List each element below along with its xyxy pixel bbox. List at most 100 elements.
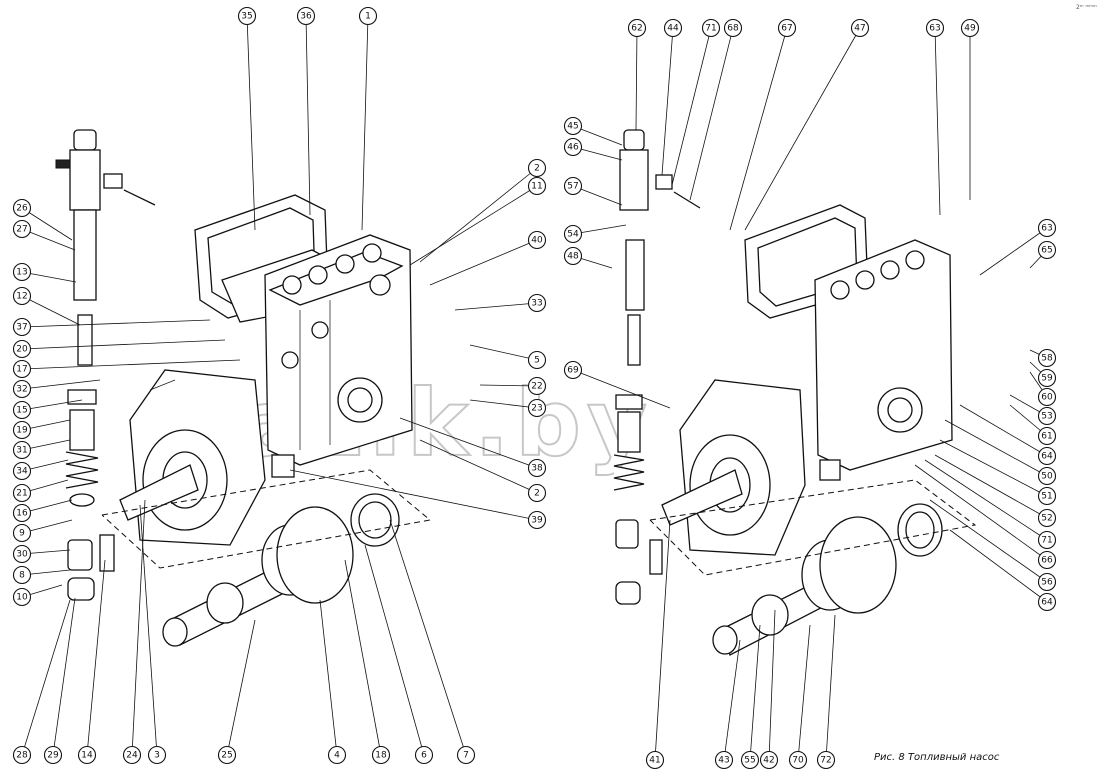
callout-ring [12, 461, 32, 481]
leader-line-68 [689, 27, 734, 201]
callout-3: 3 [147, 745, 167, 765]
callout-number: 1 [365, 12, 371, 22]
callout-number: 67 [781, 24, 792, 34]
callout-ring [12, 219, 32, 239]
callout-63: 63 [925, 18, 945, 38]
callout-ring [237, 6, 257, 26]
callout-12: 12 [12, 286, 32, 306]
callout-70: 70 [788, 750, 808, 770]
leader-line-12 [21, 295, 81, 326]
callout-number: 27 [16, 225, 27, 235]
leader-line-35 [246, 15, 256, 231]
right-assembly [613, 129, 977, 656]
leader-line-14 [86, 559, 106, 756]
leader-line-6 [364, 544, 425, 756]
callout-18: 18 [371, 745, 391, 765]
callout-ring [12, 198, 32, 218]
callout-51: 51 [1037, 486, 1057, 506]
callout-ring [1037, 218, 1057, 238]
callout-27: 27 [12, 219, 32, 239]
leader-line-51 [939, 439, 1048, 497]
callout-number: 70 [792, 756, 804, 766]
callout-25: 25 [217, 745, 237, 765]
callout-number: 39 [531, 516, 543, 526]
callout-number: 7 [463, 751, 469, 761]
callout-number: 50 [1041, 472, 1053, 482]
callout-53: 53 [1037, 406, 1057, 426]
callout-number: 68 [727, 24, 739, 34]
callout-number: 57 [567, 182, 578, 192]
leader-line-39 [289, 469, 538, 521]
callout-ring [925, 18, 945, 38]
leader-line-63 [979, 227, 1048, 276]
callout-ring [296, 6, 316, 26]
leader-line-22 [479, 384, 538, 387]
callout-31: 31 [12, 440, 32, 460]
leader-line-47 [744, 27, 861, 231]
callout-number: 5 [534, 356, 540, 366]
callout-11: 11 [527, 176, 547, 196]
plunger-column-left [55, 129, 156, 601]
callout-number: 3 [154, 751, 160, 761]
callout-number: 47 [854, 24, 865, 34]
callout-19: 19 [12, 420, 32, 440]
callout-ring [759, 750, 779, 770]
callout-60: 60 [1037, 387, 1057, 407]
leader-line-2 [419, 439, 538, 494]
callout-14: 14 [77, 745, 97, 765]
callout-ring [563, 137, 583, 157]
callout-ring [723, 18, 743, 38]
callout-ring [371, 745, 391, 765]
callout-ring [1037, 368, 1057, 388]
callout-ring [816, 750, 836, 770]
callout-ring [12, 359, 32, 379]
callout-28: 28 [12, 745, 32, 765]
callout-ring [663, 18, 683, 38]
callout-ring [645, 750, 665, 770]
callout-number: 69 [567, 366, 579, 376]
callout-number: 66 [1041, 556, 1053, 566]
callout-number: 43 [718, 756, 729, 766]
callout-38: 38 [527, 458, 547, 478]
callout-number: 56 [1041, 578, 1053, 588]
callout-number: 71 [705, 24, 716, 34]
corner-mark: 2ᵐ ᵐᵐᵐ [1076, 4, 1097, 11]
callout-ring [12, 286, 32, 306]
callout-number: 12 [16, 292, 27, 302]
callout-number: 63 [929, 24, 940, 34]
callout-54: 54 [563, 224, 583, 244]
callout-number: 2 [534, 489, 540, 499]
callout-ring [527, 376, 547, 396]
callout-number: 26 [16, 204, 28, 214]
callout-number: 34 [16, 467, 28, 477]
callout-49: 49 [960, 18, 980, 38]
callout-number: 53 [1041, 412, 1052, 422]
leader-line-24 [131, 499, 146, 756]
front-flange-right [661, 379, 806, 556]
callout-number: 21 [16, 489, 27, 499]
leader-line-62 [635, 27, 638, 131]
callout-number: 59 [1041, 374, 1053, 384]
callout-ring [12, 339, 32, 359]
callout-ring [1037, 426, 1057, 446]
callout-43: 43 [714, 750, 734, 770]
leader-line-41 [654, 519, 671, 761]
callout-62: 62 [627, 18, 647, 38]
callout-ring [563, 116, 583, 136]
leader-line-56 [929, 499, 1048, 583]
plunger-column-right [613, 129, 701, 605]
callout-number: 8 [19, 571, 25, 581]
callout-number: 62 [631, 24, 642, 34]
callout-17: 17 [12, 359, 32, 379]
callout-52: 52 [1037, 508, 1057, 528]
pump-body-left [264, 234, 413, 478]
callout-number: 40 [531, 236, 543, 246]
leader-line-17 [21, 359, 241, 370]
callout-30: 30 [12, 544, 32, 564]
callout-number: 25 [221, 751, 232, 761]
leader-line-20 [21, 339, 226, 350]
callout-29: 29 [43, 745, 63, 765]
leader-line-71 [924, 459, 1048, 541]
callout-67: 67 [777, 18, 797, 38]
callout-56: 56 [1037, 572, 1057, 592]
